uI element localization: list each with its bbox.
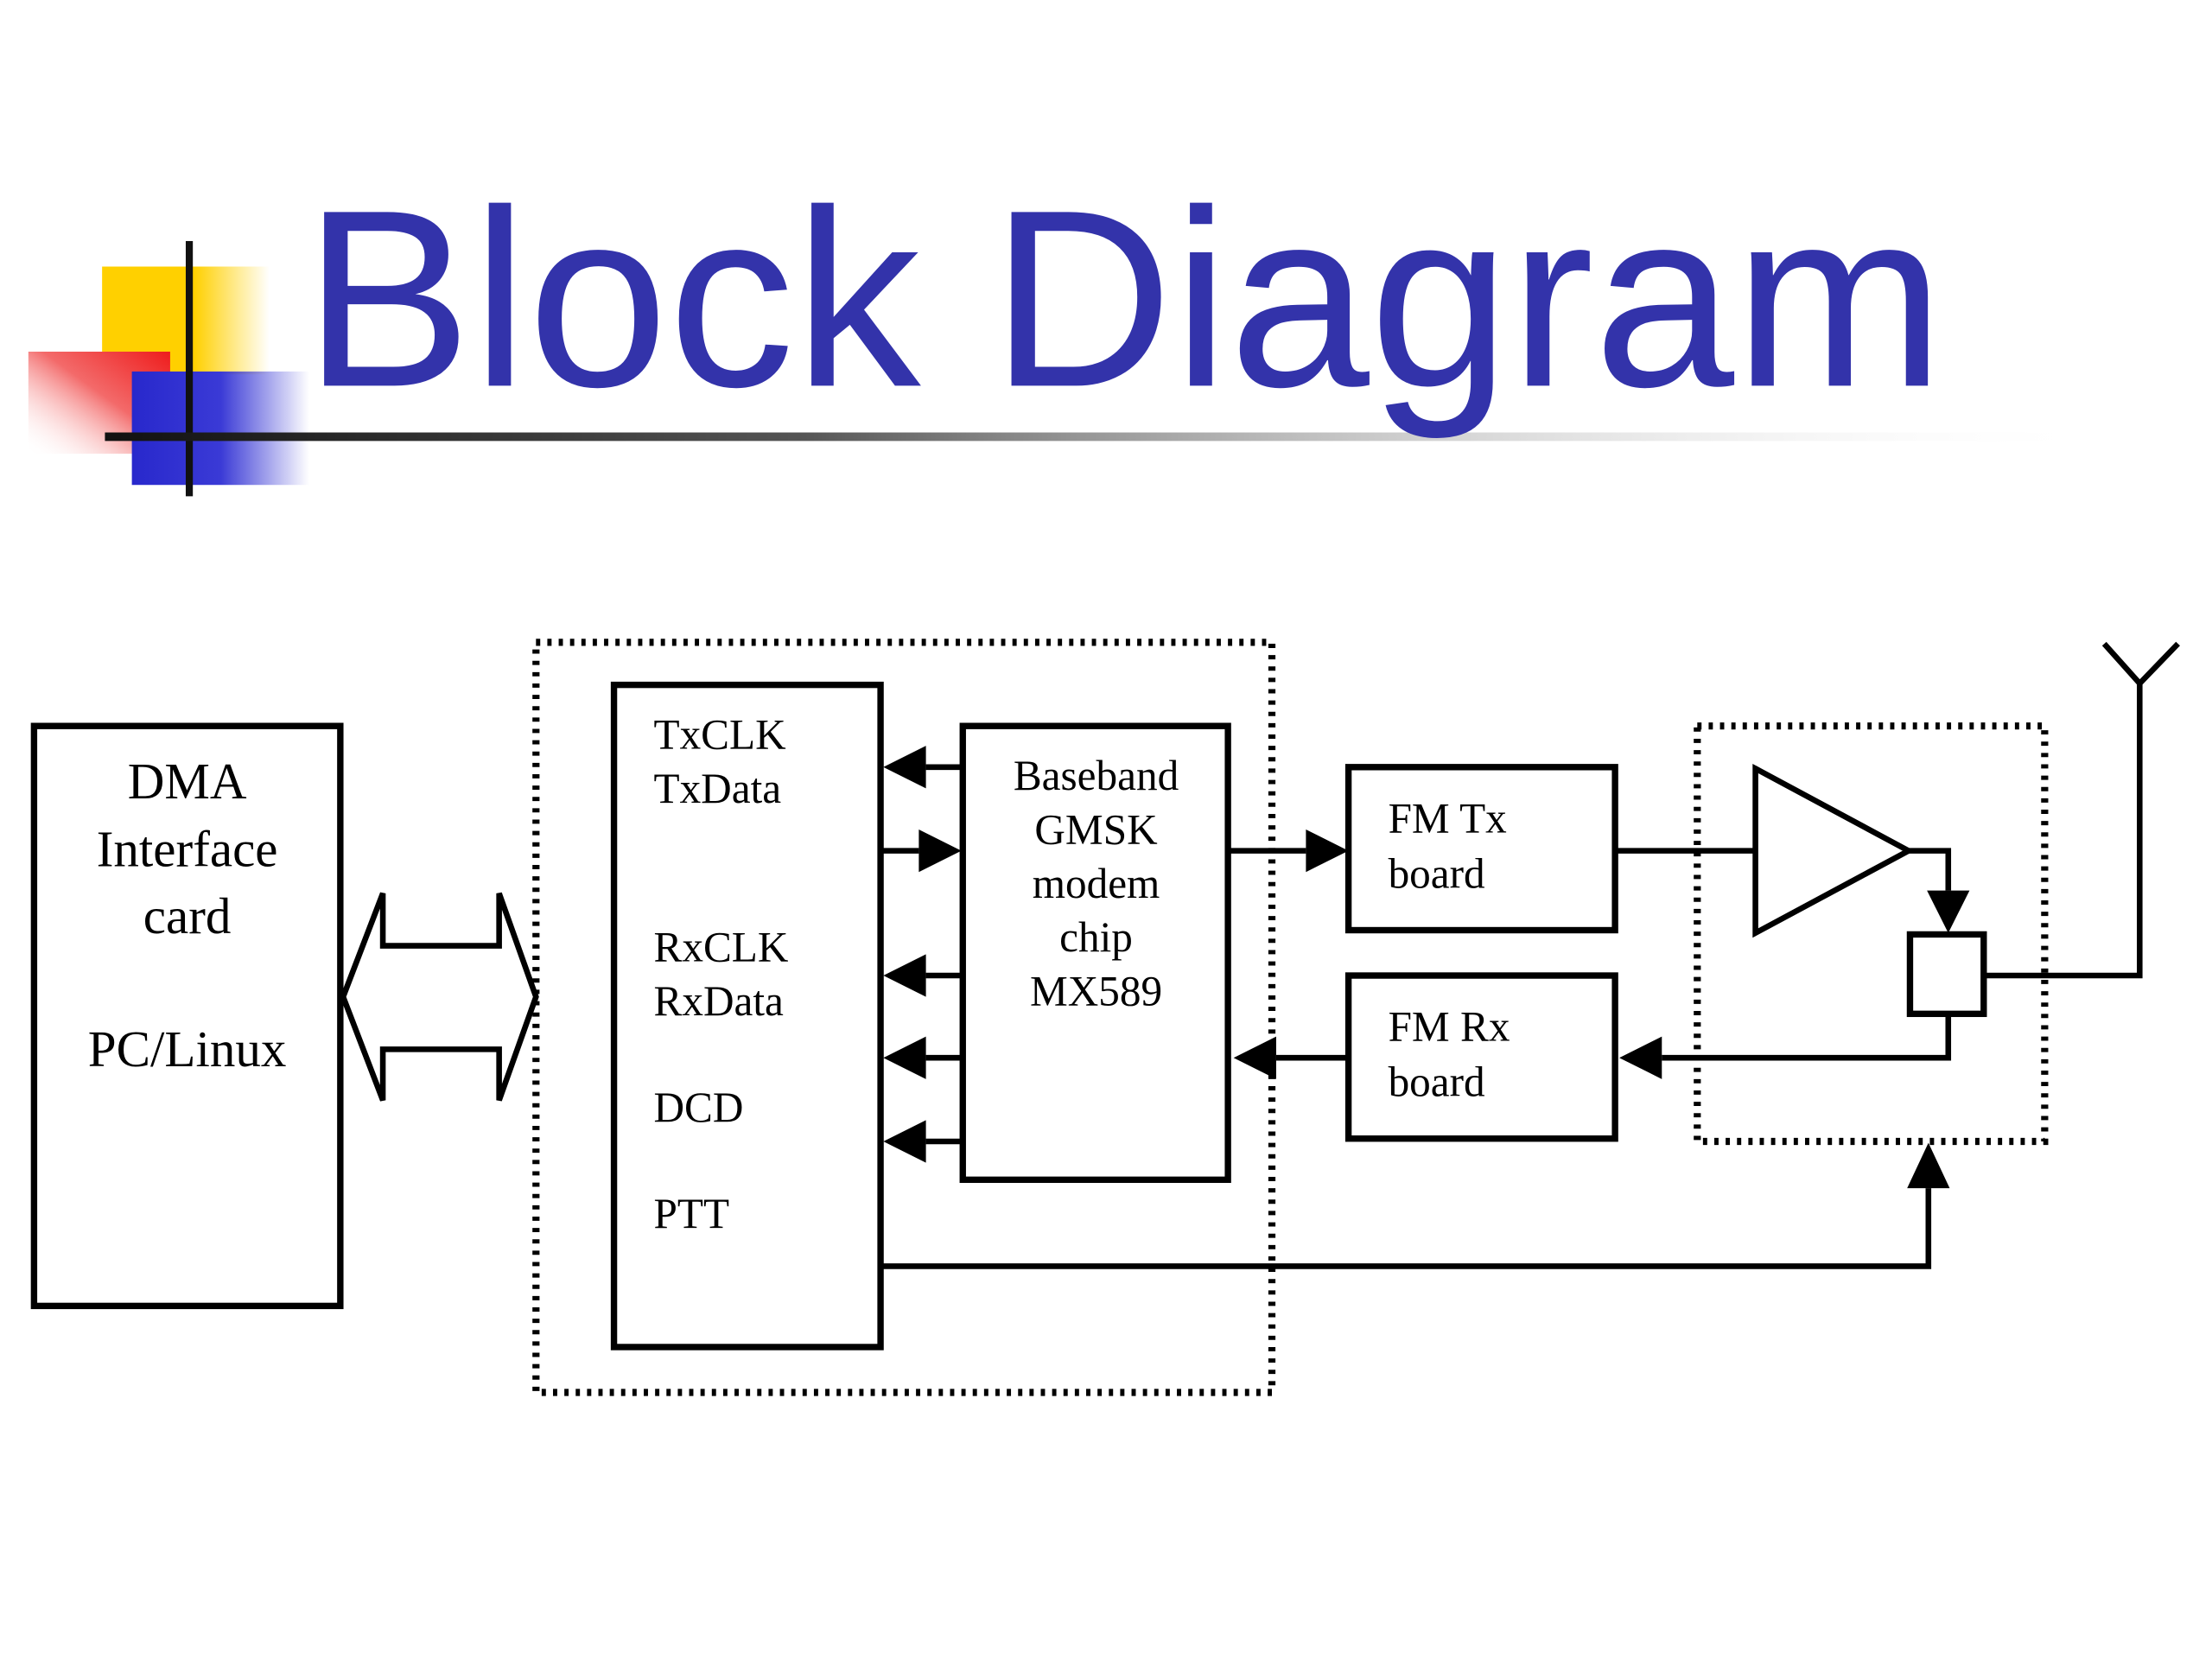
- dma-card-label-3: card: [143, 887, 232, 944]
- power-amplifier-triangle: [1752, 763, 1915, 938]
- switch-to-rx-wire: [1662, 1014, 1952, 1061]
- switch-to-rx-arrowhead: [1619, 1036, 1662, 1079]
- signal-rxdata: RxData: [654, 977, 785, 1025]
- gmsk-modem-block: Baseband GMSK modem chip MX589: [959, 722, 1231, 1184]
- title-underline: [105, 432, 2105, 442]
- dma-card-label-2: Interface: [97, 821, 278, 878]
- dma-card-label-1: DMA: [128, 753, 247, 810]
- rxdata-arrowhead: [883, 1036, 926, 1079]
- blue-square: [131, 371, 309, 486]
- bus-double-arrow: [340, 892, 539, 1102]
- modem-label-2: GMSK: [1034, 805, 1158, 853]
- fm-rx-board: FM Rx board: [1344, 972, 1618, 1142]
- ptt-control-wire: [880, 1188, 1932, 1269]
- signal-ptt: PTT: [654, 1190, 730, 1237]
- title-logo-decoration: [28, 240, 2105, 497]
- dma-card-label-4: PC/Linux: [88, 1020, 287, 1077]
- signals-box: [610, 681, 884, 1351]
- rf-section-enclosure: [1694, 722, 2049, 1146]
- modem-signal-arrows: [880, 746, 963, 1163]
- dma-interface-card: DMA Interface card PC/Linux: [30, 722, 344, 1310]
- signal-txdata: TxData: [654, 765, 782, 812]
- txclk-arrowhead: [883, 746, 926, 789]
- ptt-control-arrowhead: [1907, 1142, 1950, 1189]
- amp-to-switch-arrowhead: [1927, 890, 1970, 933]
- rx-to-modem-arrowhead: [1233, 1036, 1276, 1079]
- fm-rx-label-1: FM Rx: [1389, 1003, 1510, 1051]
- switch-to-antenna-wire: [1983, 683, 2143, 979]
- signal-txclk: TxCLK: [654, 710, 787, 758]
- interface-signals-block: TxCLK TxData RxCLK RxData DCD PTT: [610, 681, 884, 1351]
- signal-dcd: DCD: [654, 1084, 744, 1131]
- vertical-rule: [185, 240, 194, 497]
- antenna-icon: [2101, 641, 2180, 688]
- modem-box: [959, 722, 1231, 1184]
- fm-tx-box: [1344, 764, 1618, 934]
- fm-tx-label-1: FM Tx: [1389, 794, 1508, 842]
- amp-to-switch-wire: [1908, 848, 1952, 891]
- signal-rxclk: RxCLK: [654, 924, 789, 971]
- modem-label-3: modem: [1033, 860, 1160, 907]
- modem-label-1: Baseband: [1014, 752, 1179, 799]
- txdata-arrowhead: [918, 830, 962, 873]
- modem-label-4: chip: [1059, 913, 1133, 961]
- rxclk-arrowhead: [883, 954, 926, 997]
- modem-to-tx-arrowhead: [1306, 830, 1349, 873]
- page-title: Block Diagram: [303, 157, 1944, 441]
- tr-switch-box: [1906, 931, 1987, 1018]
- fm-tx-label-2: board: [1389, 849, 1485, 897]
- dcd-arrowhead: [883, 1120, 926, 1163]
- fm-tx-board: FM Tx board: [1344, 764, 1618, 934]
- fm-rx-label-2: board: [1389, 1058, 1485, 1106]
- fm-rx-box: [1344, 972, 1618, 1142]
- modem-label-5: MX589: [1030, 967, 1162, 1014]
- dma-card-box: [30, 722, 344, 1310]
